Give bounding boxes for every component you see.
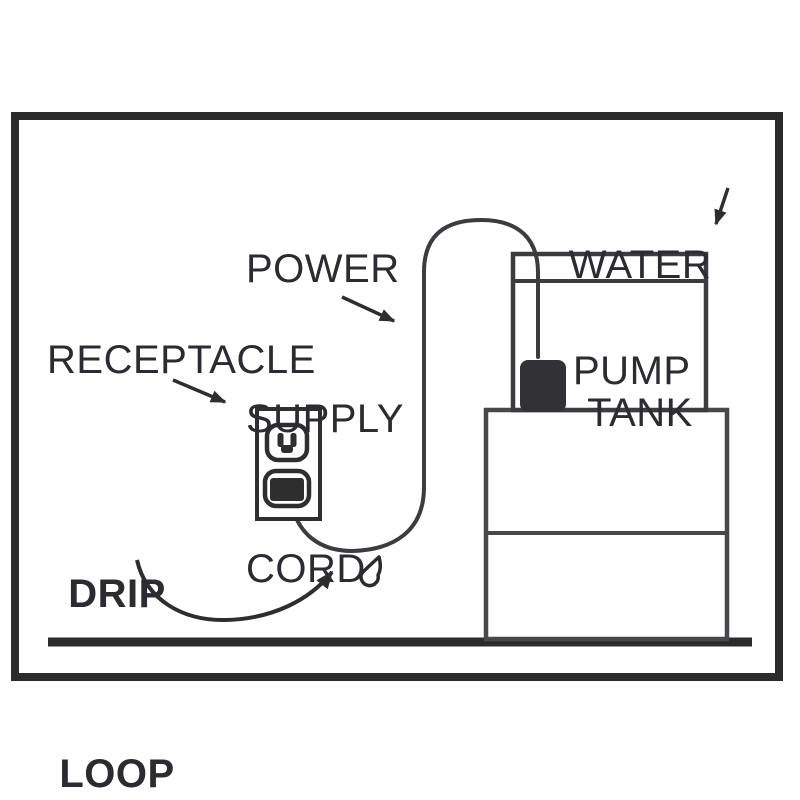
outlet-top-socket (264, 422, 310, 463)
arrow-power-supply-cord (341, 295, 396, 323)
diagram-frame (11, 112, 783, 681)
arrow-water-tank (714, 187, 730, 226)
label-power-line2: SUPPLY (246, 397, 404, 441)
label-power-line1: POWER (246, 247, 400, 291)
arrow-receptacle (172, 378, 227, 404)
plug-shape (270, 478, 304, 501)
label-receptacle: RECEPTACLE (47, 338, 316, 382)
label-water-tank-line2: TANK (587, 391, 693, 435)
label-power-line3: CORD (246, 547, 366, 591)
label-water-tank: WATER TANK (545, 143, 735, 537)
outlet-ground-slot (281, 445, 293, 453)
label-drip-loop: DRIP LOOP (37, 444, 197, 800)
label-pump: PUMP (573, 349, 691, 393)
outlet-slot-left (277, 433, 284, 447)
label-water-tank-line1: WATER (568, 243, 712, 287)
water-drop-icon (359, 555, 383, 588)
label-drip-loop-line2: LOOP (59, 752, 175, 796)
outlet-slot-right (290, 433, 297, 447)
pump-shape (520, 360, 566, 412)
label-drip-loop-line1: DRIP (68, 572, 166, 616)
power-cord-path (289, 217, 540, 554)
arrow-drip-loop (135, 559, 334, 623)
label-power-supply-cord: POWER SUPPLY CORD (246, 144, 404, 694)
tank-stand (483, 407, 730, 642)
outlet-receptacle-icon (255, 407, 322, 521)
